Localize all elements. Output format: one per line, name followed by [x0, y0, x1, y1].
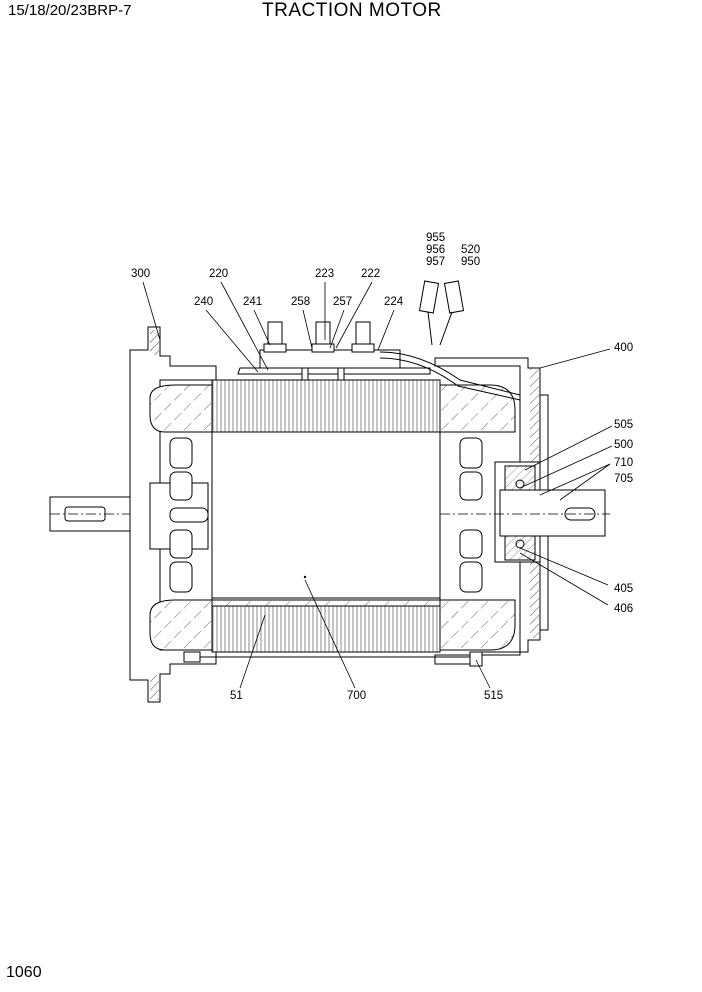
callout-406: 406 [614, 603, 633, 615]
sensor-connectors [418, 280, 465, 346]
rotor-fan-slots [169, 437, 483, 593]
callout-224: 224 [384, 296, 404, 308]
callout-515: 515 [484, 690, 503, 702]
callout-505: 505 [614, 419, 633, 431]
callout-223: 223 [315, 268, 334, 280]
callout-400: 400 [614, 342, 633, 354]
leader-lines [142, 281, 613, 689]
callout-220: 220 [209, 268, 228, 280]
callout-520: 520 [461, 244, 480, 256]
page-title: TRACTION MOTOR [262, 0, 442, 21]
callout-300: 300 [131, 268, 150, 280]
lead-cable [379, 351, 521, 401]
terminal-block [237, 321, 431, 381]
callout-51: 51 [230, 690, 243, 702]
callout-241: 241 [243, 296, 262, 308]
stator-core [211, 379, 441, 653]
through-bolt [183, 651, 483, 667]
rotor [211, 431, 441, 601]
callout-500: 500 [614, 439, 633, 451]
callout-240: 240 [194, 296, 213, 308]
callout-257: 257 [333, 296, 352, 308]
callout-955: 955 [426, 232, 445, 244]
callout-957: 957 [426, 256, 445, 268]
model-label: 15/18/20/23BRP-7 [8, 2, 132, 19]
callout-956: 956 [426, 244, 445, 256]
callout-710: 710 [614, 457, 633, 469]
page-number: 1060 [6, 964, 42, 981]
callout-222: 222 [361, 268, 380, 280]
callout-258: 258 [291, 296, 310, 308]
callout-405: 405 [614, 583, 633, 595]
rear-shaft [440, 489, 610, 537]
callout-700: 700 [347, 690, 366, 702]
callout-labels: 300 220 223 222 240 241 258 257 224 955 … [131, 232, 633, 702]
callout-705: 705 [614, 473, 633, 485]
callout-950: 950 [461, 256, 480, 268]
